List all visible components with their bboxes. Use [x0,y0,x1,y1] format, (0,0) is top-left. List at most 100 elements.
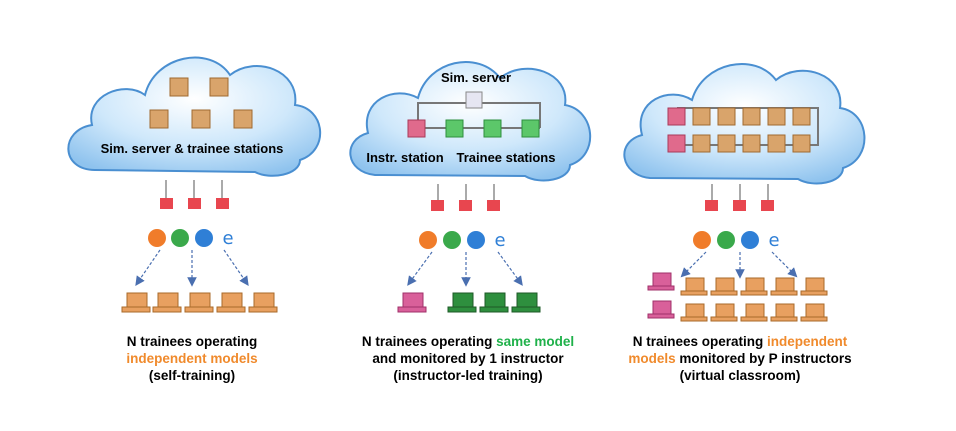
panel-instructor-led: Sim. server Instr. station Trainee stati… [349,61,592,313]
firefox-icon [693,231,711,249]
laptop-icon [800,277,828,296]
cube-icon [191,109,211,129]
laptop-icon [770,303,798,322]
lock-icon [705,200,718,211]
laptop-icon [710,277,738,296]
cloud-label-trainee: Trainee stations [457,150,556,165]
caption-line: N trainees operating [126,334,258,349]
cube-icon [667,107,686,126]
server-cube-icon [465,91,483,109]
caption-line: and monitored by 1 instructor [372,351,564,366]
trainee-cube-icon [483,119,502,138]
laptop-icon [121,292,151,313]
edge-icon: e [222,228,233,249]
caption-panel-1: N trainees operating independent models … [42,333,342,384]
trainee-cube-icon [445,119,464,138]
chrome-icon [171,229,189,247]
chrome-icon [717,231,735,249]
laptop-icon [248,292,278,313]
browser-icons-2: e [419,230,506,251]
cloud-label-instructor: Instr. station [366,150,443,165]
cloud-label-main: Sim. server & trainee stations [101,141,284,156]
ie-icon [195,229,213,247]
caption-panel-3: N trainees operating independent models … [590,333,890,384]
cube-icon [742,134,761,153]
firefox-icon [148,229,166,247]
cube-icon [767,134,786,153]
ie-icon [741,231,759,249]
lock-icon [188,198,201,209]
lock-icon [431,200,444,211]
cube-icon [233,109,253,129]
caption-panel-2: N trainees operating same model and moni… [318,333,618,384]
caption-line: (self-training) [148,368,236,383]
trainee-cube-icon [521,119,540,138]
lock-icons-2 [431,200,500,211]
laptops-1 [121,292,278,313]
firefox-icon [419,231,437,249]
caption-line-2: models monitored by P instructors [590,350,890,367]
cube-icon [149,109,169,129]
panel-virtual-classroom: e [623,63,866,322]
laptops-2 [397,292,541,313]
chrome-icon [443,231,461,249]
cube-icon [767,107,786,126]
caption-line: (instructor-led training) [393,368,543,383]
browser-icons-1: e [148,228,234,249]
caption-text: N trainees operating [361,334,497,349]
lock-icon [487,200,500,211]
edge-icon: e [494,230,505,251]
cube-icon [667,134,686,153]
lock-icons-1 [160,198,229,209]
caption-highlight: independent models [126,351,258,366]
laptops-3 [647,272,828,322]
caption-highlight: same model [496,334,575,349]
lock-icon [160,198,173,209]
laptop-icon [770,277,798,296]
cube-icon [692,107,711,126]
cube-icon [209,77,229,97]
cube-icon [717,107,736,126]
laptop-icon [740,277,768,296]
caption-text: N trainees operating [632,334,768,349]
laptop-icon [216,292,246,313]
lock-icon [459,200,472,211]
caption-line-1: N trainees operating independent [590,333,890,350]
arrows-3 [680,251,798,279]
cube-icon [717,134,736,153]
caption-highlight: models [628,351,676,366]
laptop-icon [647,300,675,319]
connection-lines-1 [165,180,223,198]
laptop-icon [511,292,541,313]
laptop-icon [152,292,182,313]
arrows-1 [135,249,249,287]
laptop-icon [800,303,828,322]
ie-icon [467,231,485,249]
laptop-icon [680,277,708,296]
cube-icon-group-3 [667,107,811,153]
cube-icon [792,107,811,126]
cloud-2 [349,61,592,182]
caption-text: monitored by P instructors [675,351,852,366]
caption-highlight: independent [767,334,848,349]
browser-icons-3: e [693,230,780,251]
panel-self-training: Sim. server & trainee stations e [67,56,322,313]
laptop-icon [184,292,214,313]
caption-line-1: N trainees operating same model [318,333,618,350]
laptop-icon [447,292,477,313]
lock-icons-3 [705,200,774,211]
laptop-icon [479,292,509,313]
cube-icon [692,134,711,153]
lock-icon [761,200,774,211]
laptop-icon [647,272,675,291]
laptop-icon [397,292,427,313]
caption-line: (virtual classroom) [679,368,801,383]
connection-lines-3 [711,184,769,200]
lock-icon [216,198,229,209]
cube-icon-group-1 [149,77,253,129]
laptop-icon [740,303,768,322]
laptop-icon [680,303,708,322]
cube-icon [742,107,761,126]
